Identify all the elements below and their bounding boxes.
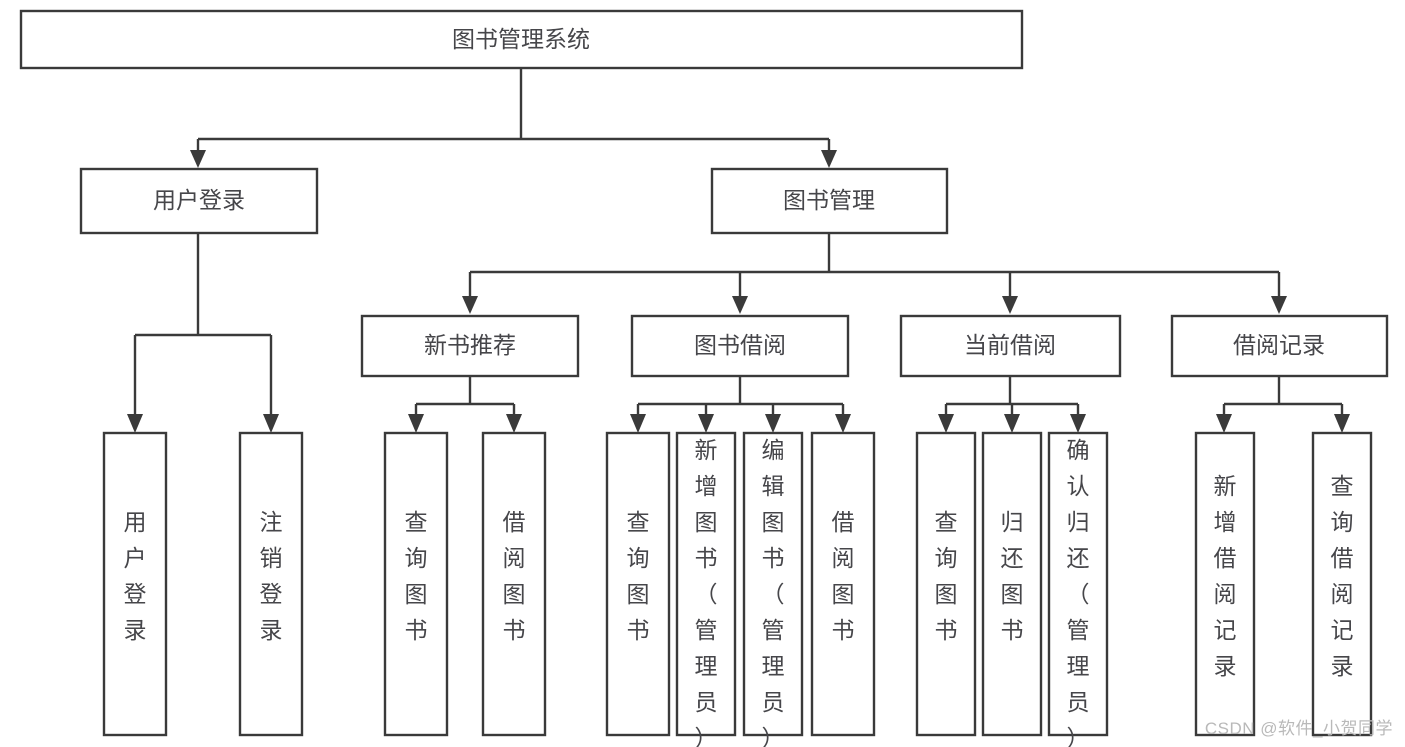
node-book-borrow-label: 图书借阅 <box>694 332 786 358</box>
leaf-return-book-box[interactable] <box>981 431 1043 737</box>
node-book-borrow[interactable]: 图书借阅 <box>630 314 850 378</box>
leaf-query-book-3-box[interactable] <box>915 431 977 737</box>
leaf-node[interactable]: 编辑图书（管理员） <box>742 431 804 747</box>
arrow-book-borrow-child-1-icon <box>630 414 646 433</box>
arrow-current-borrow-child-3-icon <box>1070 414 1086 433</box>
leaf-borrow-book-2-label: 借阅图书 <box>832 509 855 643</box>
leaf-node[interactable]: 归还图书 <box>981 431 1043 737</box>
arrow-bm-to-book-borrow-icon <box>732 296 748 314</box>
leaf-edit-book-box[interactable] <box>742 431 804 737</box>
leaf-query-book-1-box[interactable] <box>383 431 449 737</box>
arrow-book-borrow-child-4-icon <box>835 414 851 433</box>
leaf-user-login-label: 用户登录 <box>124 509 147 643</box>
leaf-add-record-box[interactable] <box>1194 431 1256 737</box>
leaf-borrow-book-1-label: 借阅图书 <box>503 509 526 643</box>
node-current-borrow-box[interactable] <box>899 314 1122 378</box>
node-borrow-record[interactable]: 借阅记录 <box>1170 314 1389 378</box>
leaf-node[interactable]: 查询图书 <box>605 431 671 737</box>
arrow-bm-to-new-book-icon <box>462 296 478 314</box>
node-borrow-record-label: 借阅记录 <box>1233 332 1325 358</box>
node-book-management-label: 图书管理 <box>783 187 875 213</box>
arrow-new-book-child-1-icon <box>408 414 424 433</box>
leaf-query-book-1-label: 查询图书 <box>405 509 428 643</box>
leaf-query-book-3-label: 查询图书 <box>935 509 958 643</box>
leaf-confirm-return-box[interactable] <box>1047 431 1109 737</box>
arrow-book-borrow-child-2-icon <box>698 414 714 433</box>
node-book-management[interactable]: 图书管理 <box>710 167 949 235</box>
leaf-query-book-2-label: 查询图书 <box>627 509 650 643</box>
arrow-user-login-child-2-icon <box>263 414 279 433</box>
leaf-query-book-2-box[interactable] <box>605 431 671 737</box>
leaf-node[interactable]: 确认归还（管理员） <box>1047 431 1109 747</box>
arrow-borrow-record-child-1-icon <box>1216 414 1232 433</box>
arrow-book-borrow-child-3-icon <box>765 414 781 433</box>
leaf-query-record-box[interactable] <box>1311 431 1373 737</box>
leaf-borrow-book-1-box[interactable] <box>481 431 547 737</box>
leaf-return-book-label: 归还图书 <box>1001 509 1024 643</box>
arrow-bm-to-borrow-record-icon <box>1271 296 1287 314</box>
arrow-root-to-book-management-icon <box>821 150 837 168</box>
leaf-node[interactable]: 借阅图书 <box>810 431 876 737</box>
node-user-login-label: 用户登录 <box>153 187 245 213</box>
arrow-root-to-user-login-icon <box>190 150 206 168</box>
leaf-user-logout-label: 注销登录 <box>260 509 283 643</box>
leaf-add-book-label: 新增图书（管理员） <box>695 437 718 747</box>
leaf-node[interactable]: 注销登录 <box>238 431 304 737</box>
leaf-node[interactable]: 新增图书（管理员） <box>675 431 737 747</box>
leaf-query-record-label: 查询借阅记录 <box>1331 473 1354 679</box>
node-root-label: 图书管理系统 <box>452 26 590 52</box>
node-user-login[interactable]: 用户登录 <box>79 167 319 235</box>
leaf-node[interactable]: 查询借阅记录 <box>1311 431 1373 737</box>
node-new-book-recommend-box[interactable] <box>360 314 580 378</box>
leaf-edit-book-label: 编辑图书（管理员） <box>762 437 785 747</box>
leaf-borrow-book-2-box[interactable] <box>810 431 876 737</box>
leaf-node[interactable]: 用户登录 <box>102 431 168 737</box>
node-borrow-record-box[interactable] <box>1170 314 1389 378</box>
leaf-add-record-label: 新增借阅记录 <box>1214 473 1237 679</box>
node-root[interactable]: 图书管理系统 <box>19 9 1024 70</box>
arrow-bm-to-current-borrow-icon <box>1002 296 1018 314</box>
node-new-book-recommend[interactable]: 新书推荐 <box>360 314 580 378</box>
leaf-node[interactable]: 借阅图书 <box>481 431 547 737</box>
arrow-new-book-child-2-icon <box>506 414 522 433</box>
arrow-borrow-record-child-2-icon <box>1334 414 1350 433</box>
node-root-box[interactable] <box>19 9 1024 70</box>
leaf-node[interactable]: 查询图书 <box>383 431 449 737</box>
node-current-borrow-label: 当前借阅 <box>964 332 1056 358</box>
node-book-management-box[interactable] <box>710 167 949 235</box>
arrow-user-login-child-1-icon <box>127 414 143 433</box>
leaf-confirm-return-label: 确认归还（管理员） <box>1067 437 1090 747</box>
leaf-node[interactable]: 新增借阅记录 <box>1194 431 1256 737</box>
arrow-current-borrow-child-2-icon <box>1004 414 1020 433</box>
node-current-borrow[interactable]: 当前借阅 <box>899 314 1122 378</box>
arrow-current-borrow-child-1-icon <box>938 414 954 433</box>
leaf-add-book-box[interactable] <box>675 431 737 737</box>
node-new-book-recommend-label: 新书推荐 <box>424 332 516 358</box>
leaf-node[interactable]: 查询图书 <box>915 431 977 737</box>
node-book-borrow-box[interactable] <box>630 314 850 378</box>
node-user-login-box[interactable] <box>79 167 319 235</box>
leaf-user-logout-box[interactable] <box>238 431 304 737</box>
leaf-user-login-box[interactable] <box>102 431 168 737</box>
